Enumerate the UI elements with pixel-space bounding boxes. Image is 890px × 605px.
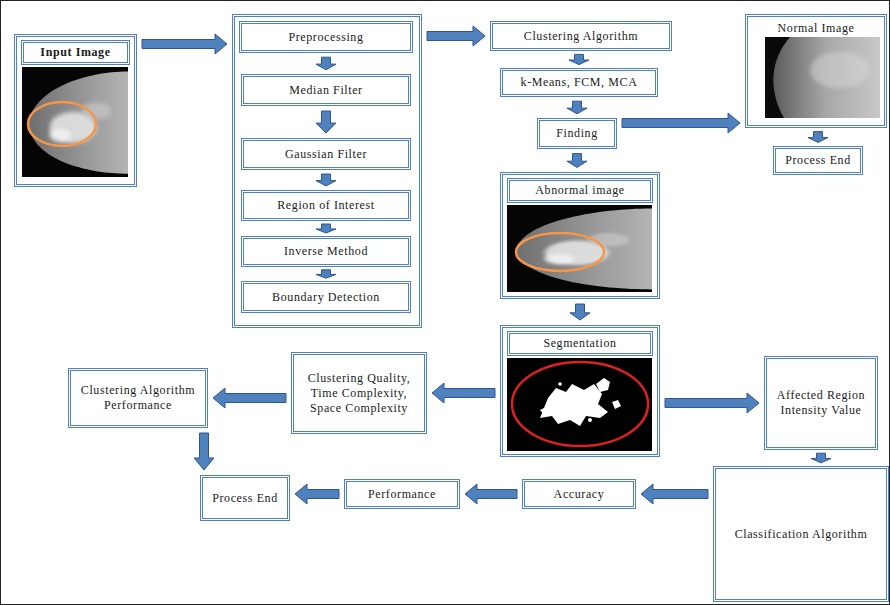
- box-label: Clustering Quality, Time Complexity, Spa…: [299, 371, 419, 416]
- box-label: Normal Image: [752, 20, 880, 37]
- process-box: Inverse Method: [241, 236, 411, 267]
- box-label: Clustering Algorithm Performance: [76, 383, 200, 413]
- block-arrow: [567, 101, 587, 114]
- box-label: Abnormal image: [507, 178, 653, 203]
- process-box: Classification Algorithm: [713, 466, 889, 602]
- abnormal-mammogram: [507, 205, 652, 292]
- box-label: Process End: [212, 491, 278, 506]
- block-arrow: [194, 433, 214, 470]
- process-box: k-Means, FCM, MCA: [500, 68, 658, 97]
- process-box: Preprocessing: [239, 21, 413, 53]
- box-label: Clustering Algorithm: [524, 29, 638, 44]
- process-box: Boundary Detection: [241, 281, 411, 313]
- block-arrow: [569, 54, 589, 64]
- image-box: Segmentation: [500, 325, 660, 457]
- block-arrow: [316, 270, 336, 278]
- box-label: Classification Algorithm: [735, 527, 868, 542]
- block-arrow: [427, 26, 485, 46]
- block-arrow: [142, 34, 227, 54]
- process-box: Clustering Quality, Time Complexity, Spa…: [291, 352, 427, 434]
- box-label: Input Image: [21, 40, 130, 65]
- process-box: Median Filter: [241, 74, 411, 106]
- block-arrow: [567, 154, 587, 168]
- box-label: k-Means, FCM, MCA: [521, 75, 638, 90]
- process-box: Process End: [773, 146, 863, 175]
- image-box: Normal Image: [745, 14, 887, 128]
- block-arrow: [316, 174, 336, 186]
- segmented-image: [507, 358, 652, 451]
- box-label: Preprocessing: [288, 30, 363, 45]
- block-arrow: [432, 383, 495, 403]
- block-arrow: [641, 484, 708, 504]
- process-box: Clustering Algorithm Performance: [68, 368, 208, 428]
- box-label: Performance: [368, 487, 436, 502]
- process-box: Clustering Algorithm: [490, 21, 672, 51]
- input-mammogram: [22, 67, 128, 177]
- block-arrow: [570, 304, 590, 320]
- process-box: Accuracy: [522, 479, 636, 509]
- block-arrow: [316, 57, 336, 70]
- box-label: Gaussian Filter: [285, 147, 367, 162]
- process-box: Finding: [537, 118, 617, 149]
- box-label: Boundary Detection: [272, 290, 380, 305]
- process-box: Process End: [200, 475, 290, 521]
- block-arrow: [465, 484, 517, 504]
- process-box: Affected Region Intensity Value: [764, 356, 878, 450]
- process-box: Performance: [344, 479, 460, 509]
- box-label: Finding: [556, 126, 598, 141]
- box-label: Accuracy: [554, 487, 605, 502]
- block-arrow: [622, 113, 740, 133]
- box-label: Inverse Method: [284, 244, 368, 259]
- block-arrow: [213, 388, 286, 408]
- process-box: Gaussian Filter: [241, 138, 411, 170]
- group-box: PreprocessingMedian FilterGaussian Filte…: [232, 14, 422, 328]
- box-label: Region of Interest: [277, 198, 374, 213]
- image-box: Abnormal image: [500, 172, 660, 299]
- process-box: Region of Interest: [241, 190, 411, 221]
- block-arrow: [316, 224, 336, 233]
- block-arrow: [665, 393, 759, 413]
- box-label: Affected Region Intensity Value: [772, 388, 870, 418]
- box-label: Segmentation: [507, 331, 653, 356]
- normal-mammogram: [765, 37, 880, 118]
- box-label: Process End: [785, 153, 851, 168]
- block-arrow: [811, 453, 831, 463]
- box-label: Median Filter: [289, 83, 362, 98]
- image-box: Input Image: [14, 34, 137, 187]
- block-arrow: [316, 111, 336, 133]
- block-arrow: [808, 132, 828, 143]
- block-arrow: [295, 484, 339, 504]
